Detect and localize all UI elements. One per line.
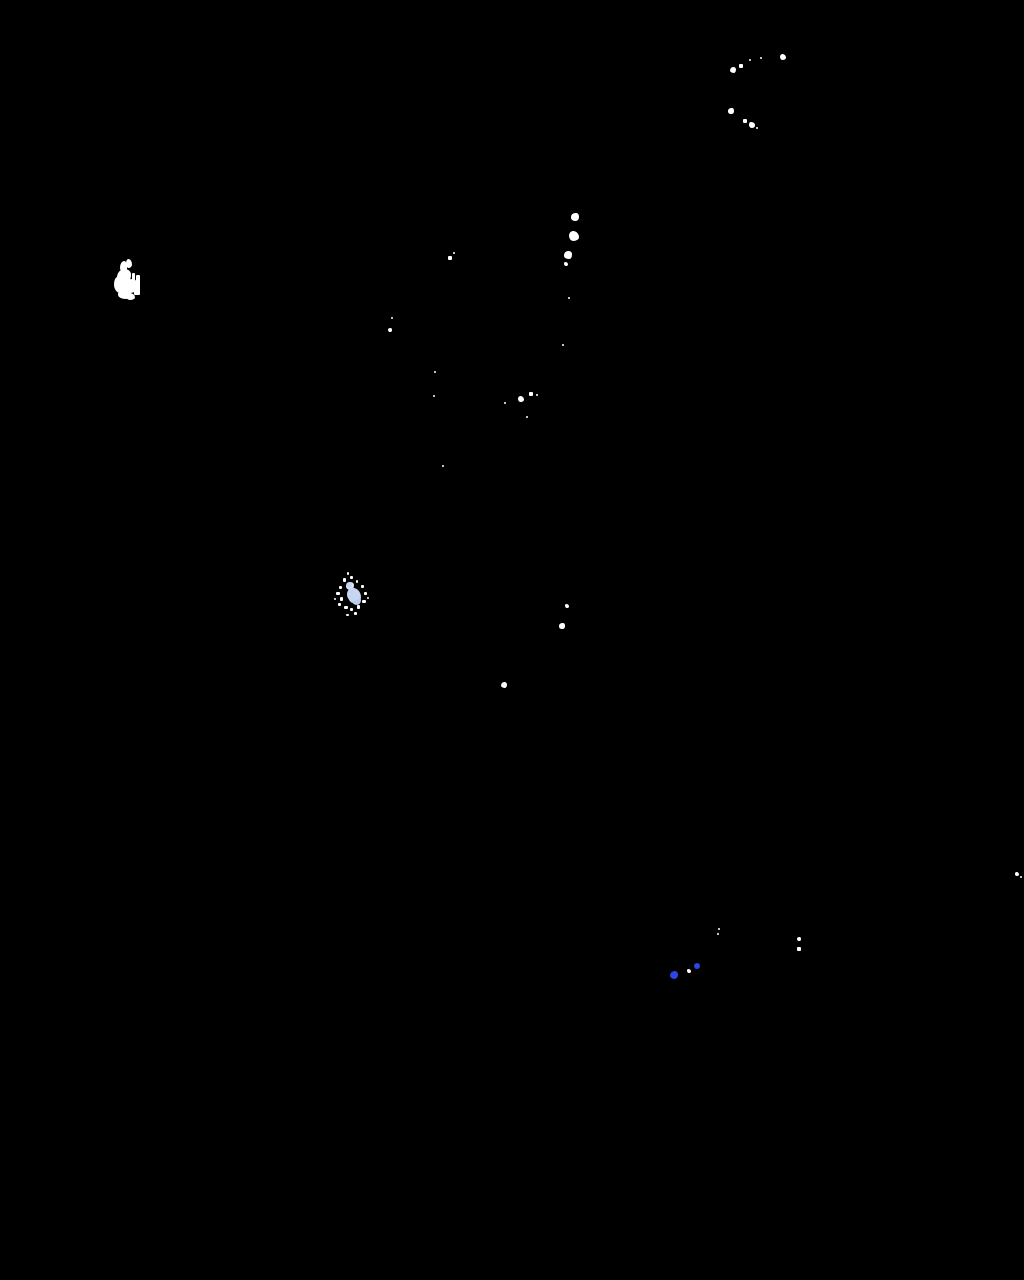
speck-white-specks <box>568 230 580 242</box>
speck-white-specks <box>755 126 759 130</box>
speck-white-specks <box>517 395 525 403</box>
speck-white-specks <box>500 681 508 689</box>
speck-white-specks <box>717 927 721 931</box>
speck-white-specks <box>797 947 801 951</box>
speck-white-specks <box>739 64 743 68</box>
speck-white-specks <box>564 251 572 259</box>
speck-white-specks <box>748 58 752 62</box>
speck-white-specks <box>567 296 571 300</box>
speck-white-specks <box>432 394 436 398</box>
speck-white-specks <box>1014 871 1020 877</box>
speck-white-specks <box>749 122 755 128</box>
speck-white-specks <box>779 53 787 61</box>
speck-white-specks <box>796 936 802 942</box>
speck-white-specks <box>453 252 455 254</box>
speck-white-specks <box>387 327 393 333</box>
speck-white-specks <box>526 416 528 418</box>
speck-white-specks <box>390 316 394 320</box>
speck-white-specks <box>441 464 445 468</box>
speck-white-specks <box>565 604 569 608</box>
speck-white-specks <box>529 392 533 396</box>
speck-white-specks <box>433 370 437 374</box>
speck-pale-blue-core <box>346 587 360 601</box>
speck-white-specks <box>743 119 747 123</box>
speck-white-specks <box>687 969 691 973</box>
speck-blue-specks <box>670 971 678 979</box>
speck-white-specks <box>728 108 734 114</box>
speck-white-specks <box>535 393 539 397</box>
speck-blue-specks <box>693 962 701 970</box>
speck-white-specks <box>561 343 565 347</box>
speck-white-specks <box>730 67 736 73</box>
speck-white-specks <box>503 401 507 405</box>
speck-pale-blue-core <box>346 582 352 588</box>
speck-white-specks <box>571 213 579 221</box>
speck-white-specks <box>716 932 720 936</box>
speck-white-specks <box>1019 875 1023 879</box>
speck-white-specks <box>559 623 565 629</box>
speck-white-specks <box>448 256 452 260</box>
speck-white-specks <box>760 57 762 59</box>
speck-white-specks <box>563 261 569 267</box>
